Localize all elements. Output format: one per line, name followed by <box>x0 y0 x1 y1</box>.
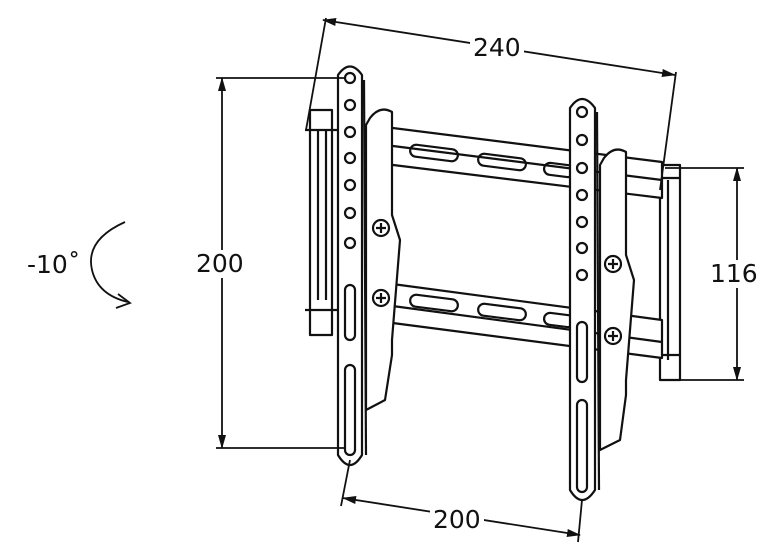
label-240: 240 <box>470 34 524 62</box>
label-200-height: 200 <box>193 250 247 278</box>
right-hook-bracket <box>598 148 636 452</box>
left-vertical-arm <box>336 65 368 467</box>
right-vertical-arm <box>568 97 601 502</box>
right-wall-plate <box>640 163 682 382</box>
left-hook-bracket <box>364 108 402 412</box>
tilt-angle-label: -10˚ <box>27 250 81 279</box>
left-wall-plate <box>305 108 340 337</box>
label-116: 116 <box>707 260 761 288</box>
label-200-width: 200 <box>430 506 484 534</box>
tilt-arrow-icon <box>90 221 132 309</box>
